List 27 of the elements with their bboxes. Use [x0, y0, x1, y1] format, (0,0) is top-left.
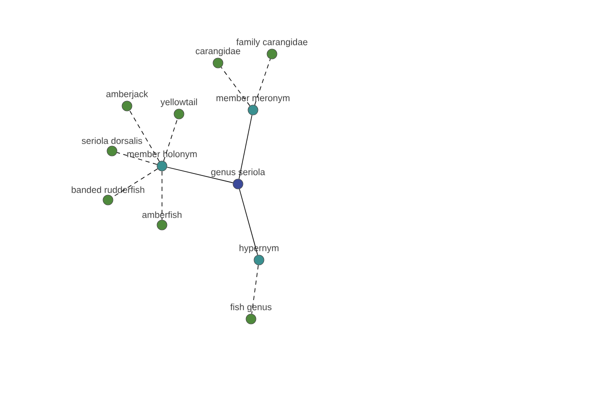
graph-node: amberjack [106, 90, 148, 112]
connector-line [116, 152, 158, 165]
connector-line [254, 58, 271, 106]
node-label: amberjack [106, 90, 148, 100]
node-label: member holonym [127, 150, 197, 160]
graph-node: member meronym [216, 94, 290, 116]
graph-node: carangidae [196, 48, 240, 68]
connector-line [239, 188, 258, 256]
connector-line [112, 168, 158, 198]
node-label: banded rudderfish [72, 186, 144, 194]
node-label: carangidae [196, 48, 240, 56]
connector-line [163, 118, 178, 162]
node-label: amberfish [142, 211, 182, 218]
node-label: yellowtail [160, 98, 197, 108]
node-label: fish genus [230, 304, 272, 312]
connector-line [129, 110, 160, 162]
node-label: family carangidae [236, 38, 308, 48]
graph-node: yellowtail [160, 98, 197, 120]
node-label: seriola dorsalis [82, 137, 142, 144]
graph-node: member holonym [127, 150, 197, 172]
connector-line [220, 66, 250, 106]
connector-line [166, 166, 234, 184]
connector-line [251, 264, 259, 314]
graph-node: amberfish [142, 211, 182, 230]
node-label: member meronym [216, 94, 290, 104]
graph-node: fish genus [230, 304, 272, 324]
graph-node: banded rudderfish [72, 186, 144, 206]
